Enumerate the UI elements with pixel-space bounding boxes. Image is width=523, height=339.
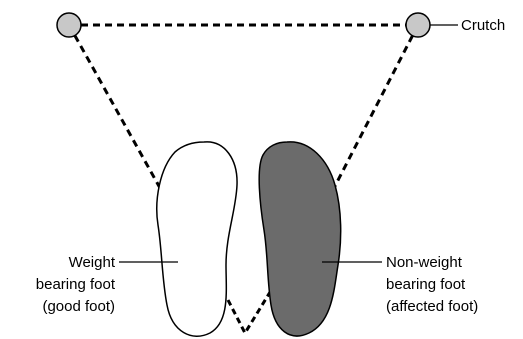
left-crutch-to-foot-line	[69, 25, 160, 188]
weight-bearing-label-line-3: (good foot)	[42, 298, 115, 315]
right-crutch-to-foot-line	[334, 25, 418, 188]
right-crutch-tip-icon	[406, 13, 430, 37]
non-weight-bearing-label-line-3: (affected foot)	[386, 298, 478, 315]
affected-foot-icon	[259, 142, 341, 336]
crutch-label: Crutch	[461, 17, 505, 34]
non-weight-bearing-label-line-1: Non-weight	[386, 254, 463, 271]
weight-bearing-label-line-2: bearing foot	[36, 276, 116, 293]
good-foot-icon	[157, 142, 237, 336]
left-crutch-tip-icon	[57, 13, 81, 37]
weight-bearing-label-line-1: Weight	[69, 254, 116, 271]
non-weight-bearing-label-line-2: bearing foot	[386, 276, 466, 293]
heel-connector-line	[228, 284, 275, 333]
